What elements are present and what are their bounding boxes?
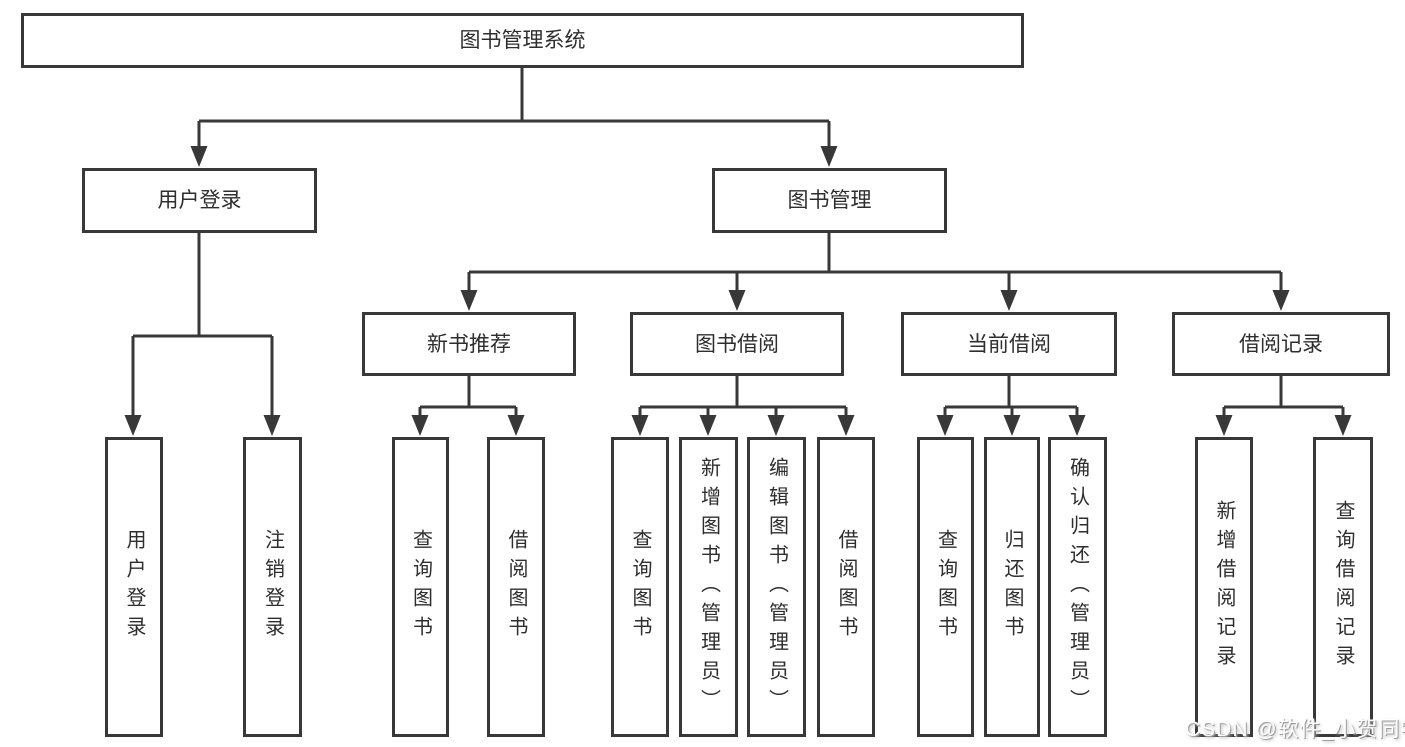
leaf-borrow-books: 借阅图书 <box>817 437 875 737</box>
node-borrow-records: 借阅记录 <box>1172 312 1390 376</box>
leaf-query-borrow-record: 查询借阅记录 <box>1313 437 1373 737</box>
leaf-return-books: 归还图书 <box>984 437 1040 737</box>
arrowhead-icon <box>124 415 142 436</box>
leaf-logout: 注销登录 <box>243 437 302 737</box>
leaf-label: 确认归还（管理员） <box>1066 456 1089 718</box>
leaf-query-books: 查询图书 <box>392 437 449 737</box>
leaf-label: 查询图书 <box>934 529 957 645</box>
arrowhead-icon <box>631 415 649 436</box>
leaf-label: 借阅图书 <box>835 529 857 645</box>
leaf-borrow-books: 借阅图书 <box>487 437 545 737</box>
leaf-label: 查询图书 <box>409 529 432 645</box>
leaf-confirm-return-admin: 确认归还（管理员） <box>1048 437 1107 737</box>
node-label: 新书推荐 <box>427 332 511 356</box>
node-user-login: 用户登录 <box>82 168 317 233</box>
leaf-query-books: 查询图书 <box>611 437 669 737</box>
leaf-label: 查询借阅记录 <box>1332 500 1354 674</box>
node-label: 当前借阅 <box>967 332 1051 356</box>
arrowhead-icon <box>820 146 838 167</box>
node-library-system: 图书管理系统 <box>21 13 1024 68</box>
arrowhead-icon <box>263 415 281 436</box>
leaf-add-borrow-record: 新增借阅记录 <box>1195 437 1253 737</box>
leaf-edit-books-admin: 编辑图书（管理员） <box>747 437 806 737</box>
arrowhead-icon <box>1272 290 1290 311</box>
node-label: 借阅记录 <box>1239 332 1323 356</box>
arrowhead-icon <box>1334 415 1352 436</box>
arrowhead-icon <box>728 290 746 311</box>
node-new-book-recommend: 新书推荐 <box>362 312 576 376</box>
arrowhead-icon <box>699 415 717 436</box>
leaf-label: 注销登录 <box>261 529 284 645</box>
leaf-user-login: 用户登录 <box>105 437 163 737</box>
node-book-borrow: 图书借阅 <box>630 312 844 376</box>
node-label: 图书借阅 <box>695 332 779 356</box>
node-current-borrow: 当前借阅 <box>901 312 1117 376</box>
leaf-label: 用户登录 <box>123 529 145 645</box>
leaf-label: 查询图书 <box>629 529 651 645</box>
arrowhead-icon <box>460 290 478 311</box>
leaf-label: 借阅图书 <box>505 529 527 645</box>
node-label: 用户登录 <box>157 189 242 212</box>
arrowhead-icon <box>1003 415 1021 436</box>
arrowhead-icon <box>1215 415 1233 436</box>
leaf-label: 归还图书 <box>1001 529 1023 645</box>
arrowhead-icon <box>507 415 525 436</box>
arrowhead-icon <box>1000 290 1018 311</box>
arrowhead-icon <box>190 146 208 167</box>
arrowhead-icon <box>411 415 429 436</box>
arrowhead-icon <box>1068 415 1086 436</box>
node-label: 图书管理 <box>787 189 872 212</box>
node-book-management: 图书管理 <box>712 168 947 233</box>
arrowhead-icon <box>837 415 855 436</box>
csdn-watermark: CSDN @软件_小贺同学 <box>1185 718 1405 741</box>
leaf-label: 新增借阅记录 <box>1213 500 1235 674</box>
leaf-query-books: 查询图书 <box>917 437 974 737</box>
leaf-label: 新增图书（管理员） <box>697 456 720 718</box>
leaf-add-books-admin: 新增图书（管理员） <box>679 437 738 737</box>
arrowhead-icon <box>936 415 954 436</box>
node-label: 图书管理系统 <box>459 29 586 52</box>
arrowhead-icon <box>767 415 785 436</box>
leaf-label: 编辑图书（管理员） <box>765 456 788 718</box>
